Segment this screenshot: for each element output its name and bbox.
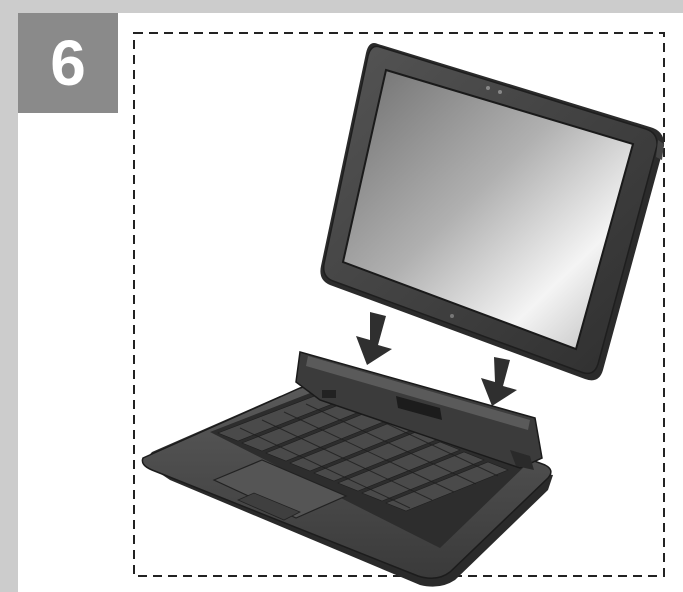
arrow-down-icon-2: [481, 357, 517, 406]
arrow-down-icon: [356, 312, 392, 365]
